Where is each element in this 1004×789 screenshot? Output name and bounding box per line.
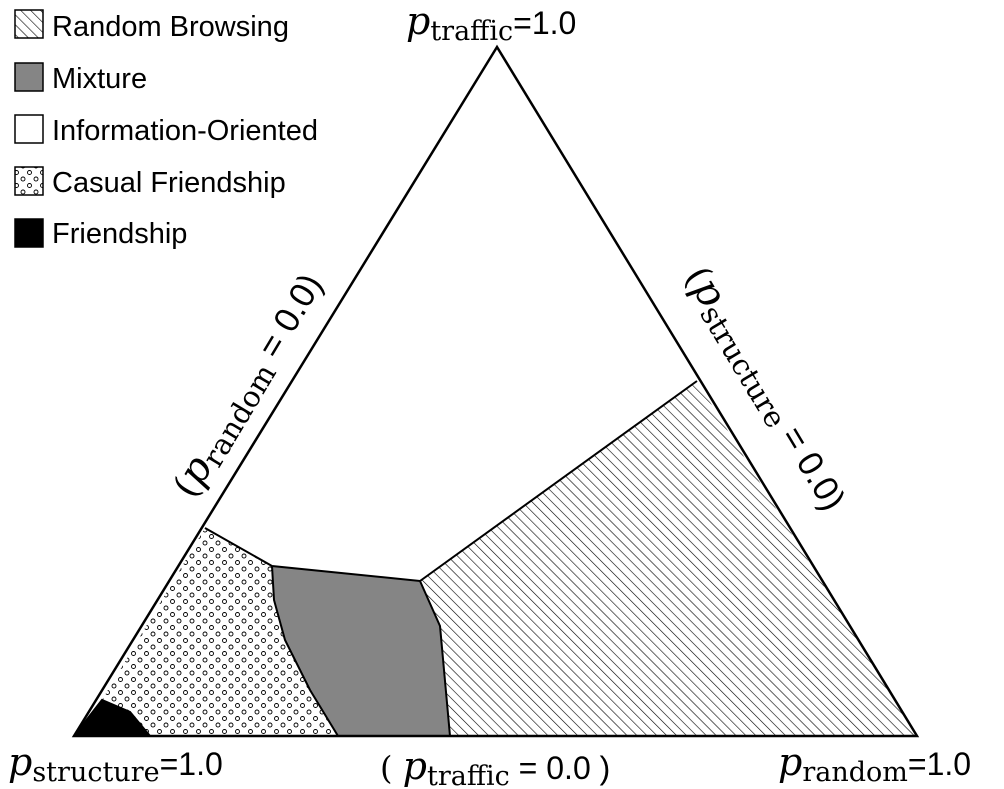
region-friendship — [74, 700, 150, 736]
region-random-browsing — [420, 381, 917, 736]
region-casual-friendship — [102, 528, 338, 736]
white-swatch-icon — [14, 114, 44, 144]
legend-label: Random Browsing — [52, 11, 289, 43]
gray-swatch-icon — [14, 62, 44, 92]
vertex-label-bottom-left: pstructure=1.0 — [8, 740, 223, 788]
legend-item-friendship: Friendship — [14, 218, 187, 250]
region-boundaries — [73, 380, 698, 737]
vertex-label-top: ptraffic=1.0 — [406, 0, 576, 47]
legend: Random Browsing Mixture Information-Orie… — [14, 9, 318, 250]
edge-label-bottom: ( ptraffic = 0.0 ) — [380, 744, 610, 789]
legend-label: Casual Friendship — [52, 167, 286, 199]
legend-label: Friendship — [52, 218, 187, 250]
vertex-label-bottom-right: prandom=1.0 — [778, 740, 971, 788]
black-swatch-icon — [14, 218, 44, 248]
dots-swatch-icon — [14, 166, 44, 196]
region-information-oriented — [205, 47, 697, 581]
triangle-outline — [71, 44, 920, 738]
region-mixture — [272, 566, 450, 736]
legend-item-information-oriented: Information-Oriented — [14, 114, 318, 147]
legend-item-random-browsing: Random Browsing — [14, 9, 289, 43]
hatch-swatch-icon — [14, 9, 44, 39]
legend-item-casual-friendship: Casual Friendship — [14, 166, 286, 199]
legend-label: Mixture — [52, 63, 147, 95]
legend-item-mixture: Mixture — [14, 62, 147, 95]
legend-label: Information-Oriented — [52, 115, 318, 147]
